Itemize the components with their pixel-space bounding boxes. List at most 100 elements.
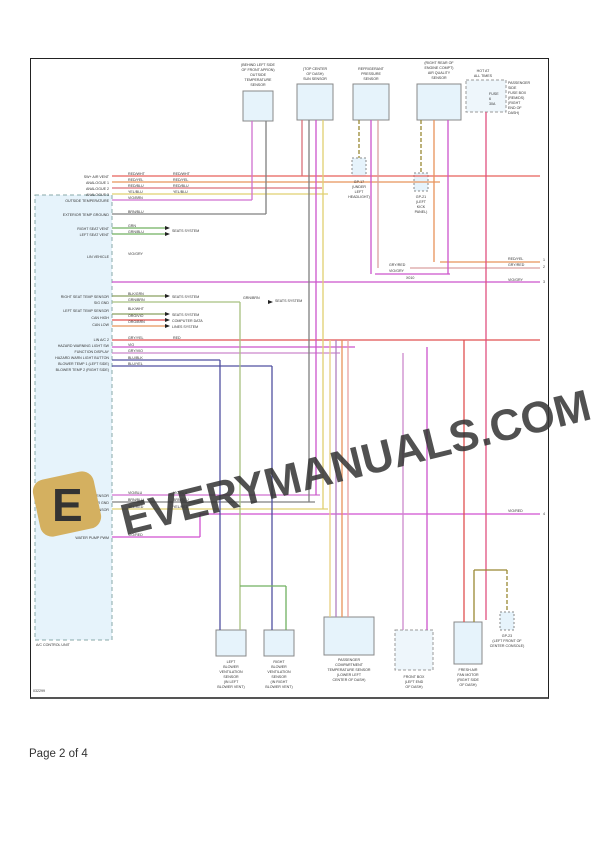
- svg-text:COMPUTER DATA: COMPUTER DATA: [172, 319, 203, 323]
- pin-label: ANALOGUE 3: [86, 193, 109, 197]
- gp23-box: [499, 611, 515, 631]
- pin-label: OUTSIDE TEMPERATURE: [65, 199, 109, 203]
- svg-text:30A: 30A: [489, 102, 496, 106]
- svg-text:PANEL): PANEL): [415, 210, 428, 214]
- ac-control-unit-box: [34, 194, 113, 641]
- svg-text:FRONT BOX: FRONT BOX: [404, 675, 426, 679]
- pin-label: HAZARD WARNING LIGHT SW: [58, 344, 110, 348]
- air-quality-sensor-box: [416, 83, 462, 121]
- svg-text:SENSOR: SENSOR: [363, 77, 379, 81]
- refrigerant-sensor-box: [352, 83, 390, 121]
- svg-text:GP-23: GP-23: [502, 634, 512, 638]
- svg-text:SEATS SYSTEM: SEATS SYSTEM: [275, 299, 302, 303]
- svg-text:FUSE BOX: FUSE BOX: [508, 91, 527, 95]
- svg-text:VIO/GRY: VIO/GRY: [128, 252, 144, 256]
- svg-text:(IN LEFT: (IN LEFT: [224, 680, 239, 684]
- pin-label: LIN VEHICLE: [87, 255, 110, 259]
- pin-label: ANALOGUE 1: [86, 181, 109, 185]
- pin-label: LEFT SEAT TEMP SENSOR: [63, 309, 109, 313]
- svg-text:FAN MOTOR: FAN MOTOR: [457, 673, 479, 677]
- pin-label: EXTERIOR TEMP GROUND: [63, 213, 110, 217]
- svg-text:SIDE: SIDE: [508, 86, 517, 90]
- sun-sensor-location: (TOP CENTER: [303, 67, 328, 71]
- svg-text:GRN/BRN: GRN/BRN: [128, 298, 145, 302]
- svg-text:REFRIGERANT: REFRIGERANT: [358, 67, 385, 71]
- pin-label: HAZARD WARN LIGHT BUTTON: [55, 356, 109, 360]
- svg-text:RED/BLU: RED/BLU: [173, 184, 189, 188]
- svg-text:BLOWER VENT): BLOWER VENT): [265, 685, 292, 689]
- svg-text:SEATS SYSTEM: SEATS SYSTEM: [172, 295, 199, 299]
- page-number: Page 2 of 4: [29, 748, 88, 760]
- outside-temp-sensor-box: [242, 90, 274, 122]
- svg-text:VENTILATION: VENTILATION: [219, 670, 243, 674]
- svg-text:2: 2: [543, 265, 545, 269]
- pin-label: WATER PUMP PWM: [75, 536, 109, 540]
- svg-text:(LOWER LEFT: (LOWER LEFT: [337, 673, 362, 677]
- svg-text:TEMPERATURE: TEMPERATURE: [245, 78, 272, 82]
- svg-text:SENSOR: SENSOR: [223, 675, 239, 679]
- svg-text:VIO/BRN: VIO/BRN: [128, 196, 143, 200]
- svg-text:ORG/VIO: ORG/VIO: [128, 314, 144, 318]
- svg-text:VIO/BLU: VIO/BLU: [173, 491, 188, 495]
- svg-text:CENTER OF DASH): CENTER OF DASH): [333, 678, 366, 682]
- fuse-box: [465, 79, 507, 113]
- svg-text:(LEFT FRONT OF: (LEFT FRONT OF: [492, 639, 522, 643]
- svg-text:RIGHT: RIGHT: [273, 660, 285, 664]
- svg-text:VIO/BLU: VIO/BLU: [128, 491, 143, 495]
- svg-text:PASSENGER: PASSENGER: [508, 81, 531, 85]
- svg-text:HEADLIGHT): HEADLIGHT): [348, 195, 370, 199]
- svg-text:VIO: VIO: [128, 343, 134, 347]
- svg-text:FUSE: FUSE: [489, 92, 499, 96]
- svg-text:BLK/GRN: BLK/GRN: [128, 292, 144, 296]
- svg-text:SENSOR: SENSOR: [250, 83, 266, 87]
- svg-text:OF FRONT APRON): OF FRONT APRON): [241, 68, 274, 72]
- svg-text:LEFT: LEFT: [355, 190, 365, 194]
- svg-text:(RIGHT SIDE: (RIGHT SIDE: [457, 678, 479, 682]
- svg-text:YEL/BLU: YEL/BLU: [173, 190, 188, 194]
- svg-text:SENSOR: SENSOR: [271, 675, 287, 679]
- pin-label: CAN HIGH: [91, 316, 109, 320]
- wiring-diagram-frame: [30, 58, 549, 699]
- svg-text:GRY/RED: GRY/RED: [508, 263, 525, 267]
- svg-text:(RIGHT REAR OF: (RIGHT REAR OF: [424, 61, 454, 65]
- svg-text:YEL/BLU: YEL/BLU: [128, 190, 143, 194]
- svg-text:VENTILATION: VENTILATION: [267, 670, 291, 674]
- outside-temp-location: (BEHIND LEFT SIDE: [241, 63, 275, 67]
- svg-text:BLU/BLK: BLU/BLK: [128, 356, 143, 360]
- svg-text:RED: RED: [173, 336, 181, 340]
- pin-label: SUN SENSOR: [85, 494, 109, 498]
- svg-text:(LEFT: (LEFT: [416, 200, 427, 204]
- gp17-box: [351, 157, 367, 177]
- svg-text:(LEFT END: (LEFT END: [405, 680, 424, 684]
- svg-text:ORG/BRN: ORG/BRN: [128, 320, 145, 324]
- svg-text:GRY/YEL: GRY/YEL: [128, 336, 144, 340]
- svg-text:RED/BLU: RED/BLU: [128, 184, 144, 188]
- svg-text:RED/WHT: RED/WHT: [128, 172, 146, 176]
- svg-text:BLK/WHT: BLK/WHT: [128, 307, 145, 311]
- pin-label: RIGHT SEAT TEMP SENSOR: [61, 295, 110, 299]
- svg-text:SEATS SYSTEM: SEATS SYSTEM: [172, 229, 199, 233]
- svg-text:VIO/RED: VIO/RED: [508, 509, 523, 513]
- svg-text:PRESSURE: PRESSURE: [361, 72, 381, 76]
- svg-text:BLU/YEL: BLU/YEL: [128, 362, 143, 366]
- svg-text:(UNDER: (UNDER: [352, 185, 366, 189]
- pin-label: FUNCTION DISPLAY: [75, 350, 110, 354]
- svg-text:FRESH AIR: FRESH AIR: [459, 668, 478, 672]
- svg-text:(REM/DS): (REM/DS): [508, 96, 524, 100]
- pin-label: BLOWER TEMP 1 (LEFT SIDE): [58, 362, 109, 366]
- svg-text:RED/YEL: RED/YEL: [173, 178, 188, 182]
- svg-text:RED/YEL: RED/YEL: [128, 178, 143, 182]
- svg-text:4: 4: [543, 512, 545, 516]
- svg-text:LINES SYSTEM: LINES SYSTEM: [172, 325, 198, 329]
- svg-text:(RIGHT: (RIGHT: [508, 101, 521, 105]
- svg-text:OUTSIDE: OUTSIDE: [250, 73, 267, 77]
- svg-text:(IN RIGHT: (IN RIGHT: [271, 680, 289, 684]
- svg-text:E: E: [52, 479, 83, 531]
- svg-text:YEL/RED: YEL/RED: [173, 505, 189, 509]
- svg-text:COMPARTMENT: COMPARTMENT: [335, 663, 364, 667]
- svg-text:OF DASH): OF DASH): [459, 683, 476, 687]
- svg-text:GRY/RED: GRY/RED: [389, 263, 406, 267]
- svg-text:GRY/VIO: GRY/VIO: [128, 349, 143, 353]
- svg-text:PASSENGER: PASSENGER: [338, 658, 361, 662]
